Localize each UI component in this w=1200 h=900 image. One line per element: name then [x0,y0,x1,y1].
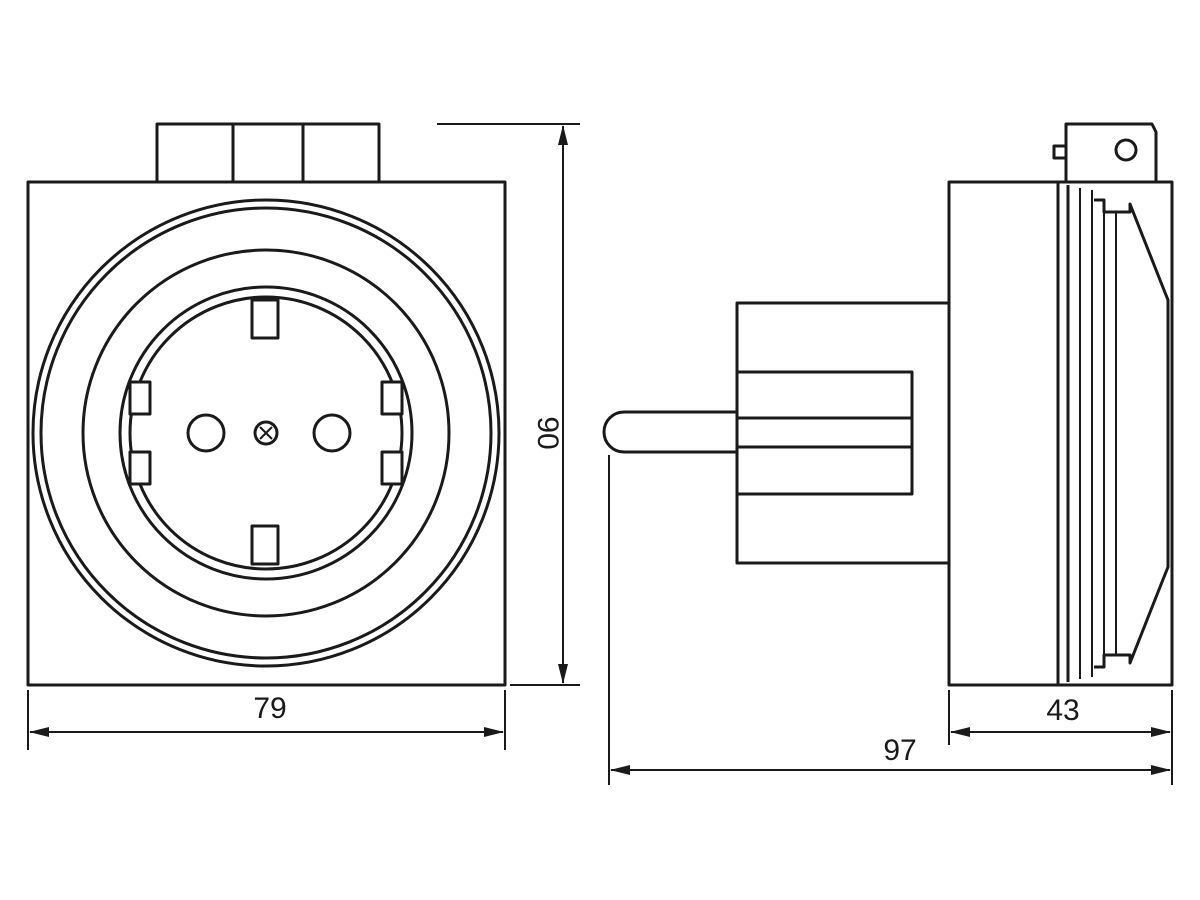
dimension-body-depth: 43 [948,690,1173,785]
plug-pin [602,410,737,454]
cover-profile [1094,198,1170,669]
total-depth-label: 97 [883,734,916,767]
middle-ring [81,248,451,618]
outer-ring [31,198,501,668]
side-latch [1052,122,1158,182]
front-view [26,122,507,687]
side-body [947,180,1174,687]
pin-hole-left [186,413,226,453]
socket-recess [118,285,414,581]
body-depth-label: 43 [1046,694,1079,727]
dimension-height: 90 [437,123,580,686]
top-latch [155,122,381,184]
screw-icon [253,420,279,446]
plug-grip [735,370,914,496]
side-view [602,122,1174,687]
dimension-width: 79 [27,690,506,750]
pin-hole-right [312,413,352,453]
height-label: 90 [531,416,564,449]
dimension-total-depth: 97 [608,455,1171,785]
width-label: 79 [253,692,286,725]
earth-clips [128,298,404,566]
